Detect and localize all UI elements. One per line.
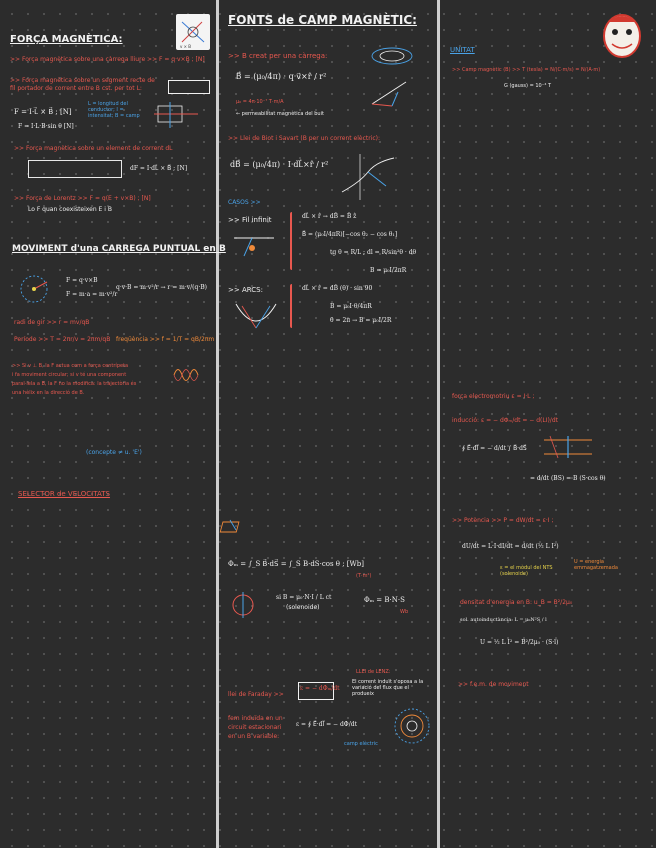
magnetic-flux-formula: Φₘ = ∫_S B⃗·dS⃗ = ∫_S B·dS·cos θ ; [Wb] xyxy=(228,560,364,568)
force-notes: L = longitud del conductor; I = intensit… xyxy=(88,101,140,119)
stored-energy: U = ½ L I² = B²/2μ₀ · (S·l) xyxy=(480,639,559,646)
energy-density: densitat d'energia en B: u_B = B²/2μ₀ xyxy=(460,599,573,606)
arc-step-2: B = μ₀I·θ/4πR xyxy=(330,303,372,310)
column-divider-left xyxy=(216,0,219,848)
energy-note-solenoid: ε = el mòdul del NTS (solenoide) xyxy=(500,565,553,577)
concept-note: (concepte ≠ u. 'E') xyxy=(86,449,142,456)
charge-field-sketch xyxy=(371,47,413,107)
motional-emf-heading: >> f.e.m. de moviment xyxy=(458,681,529,688)
permeability-value: μ₀ = 4π·10⁻⁷ T·m/A xyxy=(236,99,284,105)
field-from-charge-formula: B⃗ = (μ₀/4π) · q·v⃗×r̂ / r² xyxy=(236,72,327,81)
reference-image-thumbnail[interactable]: v × B xyxy=(176,14,210,50)
helix-note-3: paral·lela a B, la F no la modifica: la … xyxy=(12,381,137,387)
current-wire-sketch xyxy=(341,154,395,200)
faraday-formula-box xyxy=(298,682,334,700)
infinite-wire-heading: >> Fil infinit xyxy=(228,216,272,224)
helix-sketch xyxy=(173,369,199,381)
induced-emf-line1: fem induïda en un xyxy=(228,715,283,722)
cases-label: CASOS >> xyxy=(228,199,261,206)
induced-emf-formula: ε = ∮ E⃗·dl⃗ = − dΦ/dt xyxy=(296,721,357,728)
infinite-wire-sketch xyxy=(234,237,274,257)
section-title-force: FORÇA MAGNÈTICA: xyxy=(10,34,123,45)
biot-savart-heading: >> Llei de Biot i Savart (B per un corre… xyxy=(228,135,381,142)
arc-sketch xyxy=(235,303,277,329)
coil-sketch xyxy=(232,592,254,618)
period-formula: Període >> T = 2πr/v = 2πm/qB xyxy=(14,336,111,343)
flux-derivative: = d/dt (BS) = B (S·cos θ) xyxy=(530,475,606,482)
helix-note-1: >> Si v ⊥ B, la F actua com a força cent… xyxy=(12,363,129,369)
force-formula: F = I·L⃗ × B⃗ ; [N] xyxy=(14,108,72,116)
units-title: UNITAT xyxy=(450,46,475,54)
current-element-box xyxy=(28,160,122,178)
arcs-heading: >> ARCS: xyxy=(228,286,263,294)
flux-unit: (T·m²) xyxy=(356,573,372,579)
lorentz-force: >> Força de Lorentz >> F = q(E + v×B) ; … xyxy=(14,195,151,202)
movement-eq-newton: F = m·a = m·v²/r xyxy=(66,291,118,298)
lorentz-note: Lo F quan coexisteixen E i B xyxy=(28,206,112,213)
cartoon-face-icon xyxy=(603,14,641,58)
force-element-formula: dF = I·dL⃗ × B⃗ ; [N] xyxy=(130,165,188,172)
bracket-red xyxy=(290,212,296,270)
lenz-title: LLEI de LENZ: xyxy=(356,669,391,675)
faraday-formula: ε = − dΦₘ/dt xyxy=(300,685,340,692)
force-on-charge: >> Força magnètica sobre una càrrega lli… xyxy=(10,56,205,63)
biot-savart-formula: dB⃗ = (μ₀/4π) · I·dL⃗×r̂ / r² xyxy=(230,160,329,169)
frequency-formula: freqüència >> f = 1/T = qB/2πm xyxy=(116,336,215,343)
arc-step-1: dL⃗ × r̂ = dB̂ (θ) · sin 90 xyxy=(302,285,373,292)
force-segment-line2: fil portador de corrent entre B cst. per… xyxy=(10,85,142,92)
weber-unit: Wb xyxy=(400,609,409,615)
wire-segment-sketch xyxy=(168,80,210,94)
movement-eq-lorentz: F = q·v×B xyxy=(66,277,98,284)
tesla-unit: >> Camp magnètic (B) >> T (tesla) = N/(C… xyxy=(452,67,601,73)
flux-surface-sketch xyxy=(219,519,240,533)
force-magnitude: F = I·L·B·sin θ [N] xyxy=(18,123,74,130)
section-title-sources: FONTS de CAMP MAGNÈTIC: xyxy=(228,13,417,27)
lenz-description: El corrent induït s'oposa a la variació … xyxy=(352,679,424,697)
force-segment-line1: >> Força magnètica sobre un segment rect… xyxy=(10,77,155,84)
rail-circuit-sketch xyxy=(544,435,592,459)
section-title-velocity-selector: SELECTOR de VELOCITATS xyxy=(18,490,110,498)
section-title-movement: MOVIMENT d'una CARREGA PUNTUAL en B xyxy=(12,244,226,254)
energy-note-stored: U = energia emmagatzemada xyxy=(574,559,618,571)
gauss-unit: G (gauss) = 10⁻⁴ T xyxy=(504,83,551,89)
charge-in-field-sketch xyxy=(20,275,48,303)
emf-definition: força electromotriu ε = I·L ; xyxy=(452,393,535,400)
electric-field-label: camp elèctric xyxy=(344,741,378,747)
permeability-note: ← permeabilitat magnètica del buit xyxy=(236,111,324,117)
infinite-step-1: dL⃗ × r̂ → dB̂ = B̂ ẑ xyxy=(302,213,357,220)
energy-derivative: dU/dt = L·I·dI/dt = d/dt (½ L I²) xyxy=(462,543,559,550)
solenoid-flux: Φₘ = B·N·S xyxy=(364,596,405,604)
induced-field-rings-sketch xyxy=(394,708,430,744)
induced-emf-line3: en un B variable: xyxy=(228,733,280,740)
arc-step-3: θ = 2π → B = μ₀I/2R xyxy=(330,317,392,324)
induction-formula: inducció: ε = − dΦₘ/dt = − d(LI)/dt xyxy=(452,417,558,424)
solenoid-condition: si B = μ₀·N·I / L ct xyxy=(276,594,332,601)
column-divider-right xyxy=(437,0,440,848)
infinite-step-3: tg θ = R/L ; dl = R/sin²θ · dθ xyxy=(330,249,417,256)
movement-result: q·v·B = m·v²/r → r = m·v/(q·B) xyxy=(116,284,207,291)
bracket-red-arcs xyxy=(290,284,296,328)
force-current-element: >> Força magnètica sobre un element de c… xyxy=(14,145,173,152)
solenoid-label: (solenoide) xyxy=(286,604,320,611)
faraday-law-label: llei de Faraday >> xyxy=(228,691,284,698)
power-formula: >> Potència >> P = dW/dt = ε·I ; xyxy=(452,517,554,524)
helix-note-4: una hèlix en la direcció de B. xyxy=(12,390,85,396)
diagram-icon: v × B xyxy=(180,21,205,49)
self-inductance: sol. autoinductància: L = μ₀N²S / l xyxy=(460,617,547,623)
radius-formula: radi de gir >> r = mv/qB xyxy=(14,319,90,326)
svg-text:v × B: v × B xyxy=(180,44,191,49)
induced-emf-line2: circuit estacionari xyxy=(228,724,282,731)
infinite-result: B = μ₀I/2πR xyxy=(370,267,407,274)
loop-integral: ∮ E⃗·dl⃗ = − d/dt ∫ B⃗·dS⃗ xyxy=(462,445,527,452)
field-from-charge: >> B creat per una càrrega: xyxy=(228,52,328,60)
infinite-step-2: B⃗ = (μ₀I/4πR)[−cos θ₂ − cos θ₁] xyxy=(302,231,398,238)
cube-field-sketch xyxy=(154,102,198,128)
helix-note-2: i fa moviment circular; si v té una comp… xyxy=(12,372,127,378)
